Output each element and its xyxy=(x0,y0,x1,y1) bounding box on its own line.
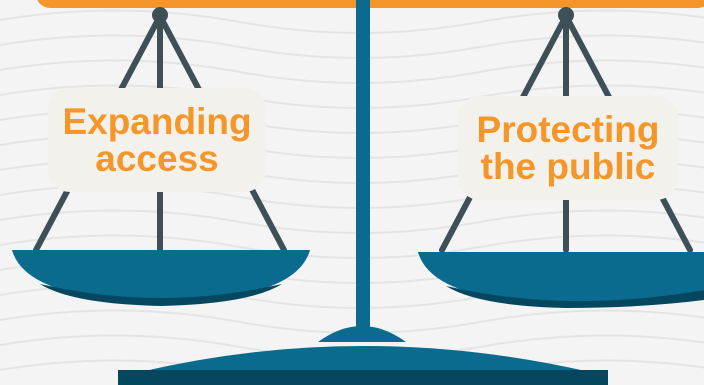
left-pan-label-text: Expanding access xyxy=(62,101,252,179)
left-hanger-knob xyxy=(152,7,168,23)
left-pan-label: Expanding access xyxy=(48,88,266,192)
left-pan-shadow xyxy=(40,284,282,306)
right-hanger-knob xyxy=(558,7,574,23)
left-pan xyxy=(12,250,310,302)
scale-pole xyxy=(356,0,370,330)
scale-base-dome xyxy=(318,326,406,342)
right-pan-label-text: Protecting the public xyxy=(476,109,660,187)
right-pan xyxy=(418,252,704,304)
scale-base xyxy=(140,346,590,372)
right-pan-shadow xyxy=(446,286,704,308)
right-pan-label: Protecting the public xyxy=(458,96,678,200)
scale-beam xyxy=(37,0,704,8)
scale-base-plate xyxy=(118,370,608,385)
